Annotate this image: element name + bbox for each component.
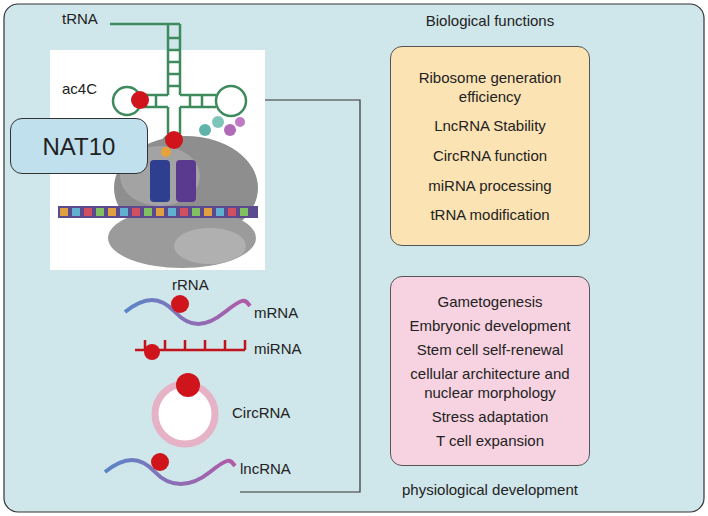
list-item: Stress adaptation xyxy=(432,407,549,426)
enzyme-box: NAT10 xyxy=(10,118,148,174)
list-item: cellular architecture and nuclear morpho… xyxy=(399,364,581,402)
list-item: miRNA processing xyxy=(428,176,551,195)
physiology-box: GametogenesisEmbryonic developmentStem c… xyxy=(390,276,590,466)
list-item: Embryonic development xyxy=(410,316,571,335)
function-box: Biological functionsRibosome generation … xyxy=(390,46,590,246)
mrna-strip xyxy=(58,206,258,218)
list-item: tRNA modification xyxy=(430,205,549,224)
enzyme-name: NAT10 xyxy=(43,137,116,156)
modification-label: ac4C xyxy=(62,80,97,98)
list-item: Ribosome generation efficiency xyxy=(399,68,581,106)
circrna-molecule xyxy=(155,373,215,444)
list-item: CircRNA function xyxy=(433,146,547,165)
list-item: LncRNA Stability xyxy=(434,116,546,135)
rna-label: tRNA xyxy=(62,10,98,28)
background-panel xyxy=(4,4,704,512)
section-heading: Biological functions xyxy=(371,11,609,30)
list-item: T cell expansion xyxy=(436,431,544,450)
grouping-bracket xyxy=(240,100,360,492)
section-heading: physiological development xyxy=(371,480,609,499)
rna-label: miRNA xyxy=(254,340,302,358)
list-item: Stem cell self-renewal xyxy=(417,340,564,359)
rna-label: CircRNA xyxy=(232,404,290,422)
lncrna-molecule xyxy=(105,453,235,484)
rna-label: rRNA xyxy=(172,276,209,294)
list-item: Gametogenesis xyxy=(437,292,542,311)
mrna-molecule xyxy=(125,295,250,324)
mirna-molecule xyxy=(135,340,245,360)
bound-trna-blocks xyxy=(150,116,245,202)
rna-label: lncRNA xyxy=(240,460,291,478)
rna-label: mRNA xyxy=(254,304,298,322)
